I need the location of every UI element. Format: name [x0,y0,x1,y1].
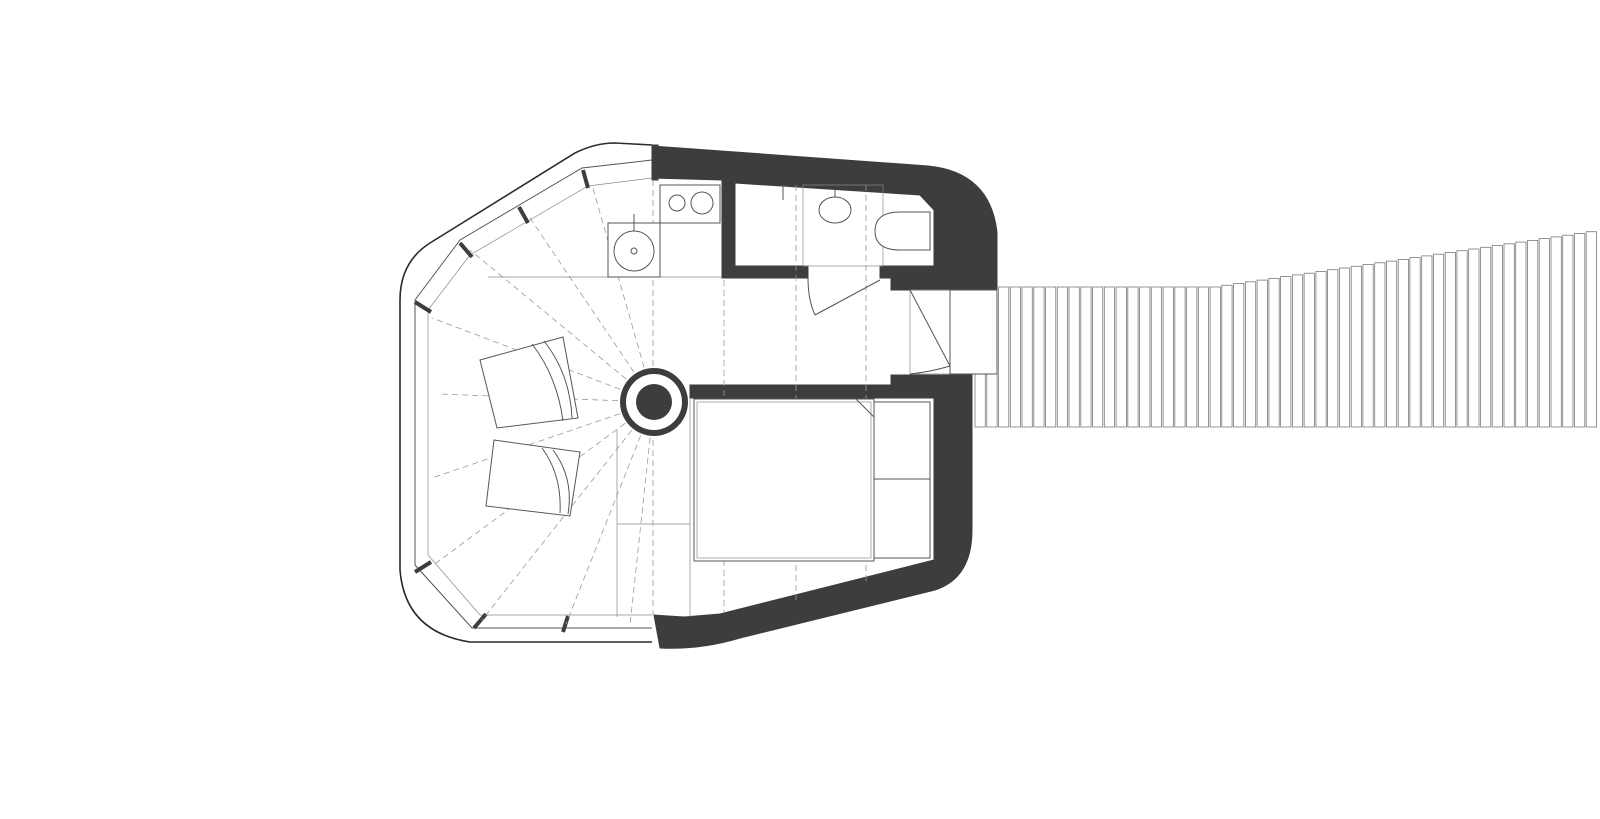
boardwalk-plank [1491,245,1503,428]
boardwalk-plank [998,286,1010,428]
stair-tread [481,430,633,621]
central-column [620,368,688,436]
boardwalk-plank [1150,286,1163,428]
boardwalk-plank [1421,255,1433,428]
boardwalk-plank [1386,260,1398,428]
boardwalk-plank [1527,239,1539,428]
lounge-chair [485,439,581,517]
boardwalk-plank [1397,258,1409,428]
boardwalk-plank [1480,246,1492,428]
boardwalk-plank [1574,233,1586,428]
entry-door [909,289,998,375]
window-mullions [413,169,590,633]
boardwalk-plank [1327,269,1339,428]
boardwalk-plank [1550,236,1562,428]
boardwalk-plank [1056,286,1069,428]
bathroom [779,184,931,267]
boardwalk-plank [1103,286,1116,428]
boardwalk-plank [1315,270,1327,428]
cooktop [659,184,721,224]
stair-tread [527,214,635,373]
bedroom [693,398,931,562]
boardwalk-plank [1503,243,1515,428]
boardwalk-plank [1409,257,1421,428]
wall-north-east [651,145,998,291]
boardwalk-plank [1115,286,1127,428]
boardwalk-plank [1515,241,1527,428]
boardwalk-plank [1433,253,1445,428]
wall-partition [689,384,935,399]
boardwalk-plank [1233,283,1245,428]
kitchen [607,184,721,278]
boardwalk-plank [1174,286,1186,428]
boardwalk-plank [1350,265,1362,428]
boardwalk-plank [1256,279,1268,428]
boardwalk-plank [1303,272,1315,428]
boardwalk-plank [1209,286,1221,428]
boardwalk-plank [1444,251,1456,428]
boardwalk-plank [1245,281,1257,428]
boardwalk-plank [1033,286,1045,428]
boardwalk-plank [1080,286,1092,428]
bathroom-door [807,277,881,316]
wall-south-east [653,374,973,649]
wall-bathroom-floor [721,265,809,279]
inner-glazing-line [414,159,653,629]
boardwalk-plank [1068,286,1080,428]
boardwalk-plank [1280,276,1292,428]
lounge-chair [479,336,579,429]
boardwalk-plank [1127,286,1139,428]
stair-treads [431,184,651,626]
floor-edges [488,276,722,617]
boardwalk-plank [1021,286,1033,428]
boardwalk-plank [1221,284,1233,428]
boardwalk [974,231,1597,428]
stair-tread [431,413,621,479]
boardwalk-plank [1268,277,1280,428]
boardwalk-plank [1162,286,1174,428]
boardwalk-plank [1374,262,1386,428]
kitchen-counter [607,222,661,278]
boardwalk-plank [1045,286,1057,428]
boardwalk-plank [1092,286,1104,428]
boardwalk-plank [1009,286,1021,428]
boardwalk-plank [1292,274,1304,428]
boardwalk-plank [1456,250,1468,428]
boardwalk-plank [1585,231,1597,428]
wardrobe [873,401,931,559]
outer-envelope [399,142,653,643]
boardwalk-plank [1362,264,1374,428]
boardwalk-plank [1139,286,1151,428]
stair-tread [565,435,642,625]
bathroom-sink [818,196,852,224]
boardwalk-plank [1197,286,1210,428]
wall-pier-west [651,144,659,181]
boardwalk-plank [1339,267,1351,428]
stair-tread [629,437,651,626]
boardwalk-plank [1538,238,1550,428]
boardwalk-plank [1468,248,1480,428]
bed [693,398,875,562]
boardwalk-plank [1186,286,1198,428]
stair-tread [469,249,627,380]
toilet [874,211,931,251]
boardwalk-plank [1562,234,1574,428]
